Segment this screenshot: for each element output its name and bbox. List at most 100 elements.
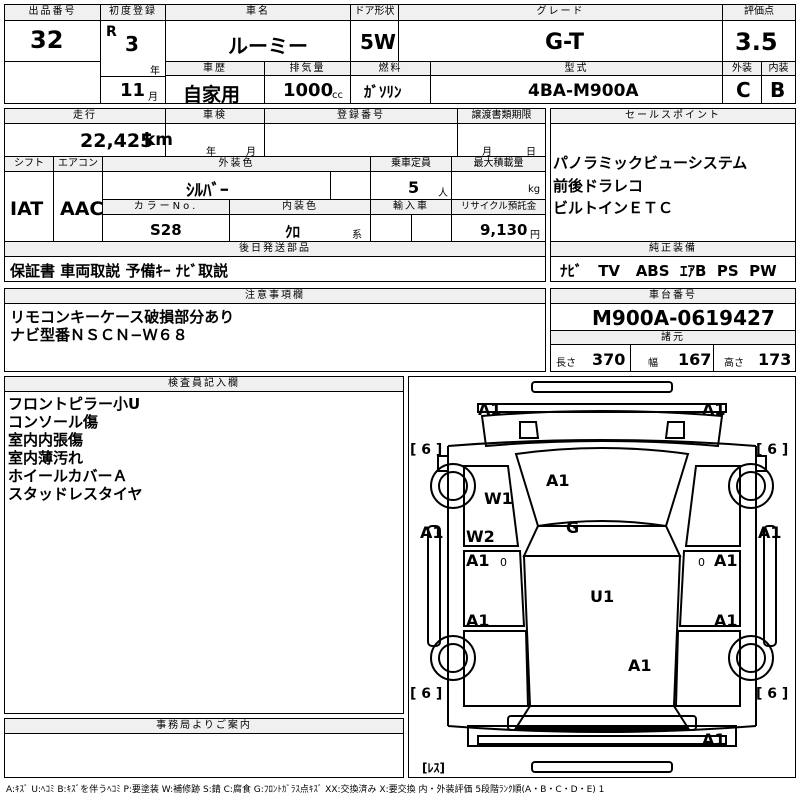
mark-rear-left: A1 xyxy=(466,611,490,630)
int-color-unit: 系 xyxy=(352,230,362,241)
transfer-label: 譲渡書類期限 xyxy=(458,109,545,124)
office-label: 事務局よりご案内 xyxy=(5,719,403,734)
exterior-grade: C xyxy=(736,78,751,102)
car-diagram: A1 A1 A1 W1 W2 G A1 A1 A1 A1 A1 U1 A1 A1… xyxy=(410,381,788,775)
era: R xyxy=(106,24,117,40)
interior-label: 内装 xyxy=(762,62,795,76)
model: 4BA-M900A xyxy=(528,81,639,101)
import-label: 輸入車 xyxy=(371,200,451,215)
int-color: ｸﾛ xyxy=(285,223,301,241)
mark-windshield: A1 xyxy=(546,471,570,490)
equip-pw: PW xyxy=(749,262,777,280)
inspector-label: 検査員記入欄 xyxy=(5,377,403,392)
mark-rear-door-left: W2 xyxy=(466,527,495,546)
grade: G-T xyxy=(545,30,584,55)
office-block xyxy=(4,718,404,778)
caution-label: 注意事項欄 xyxy=(5,289,545,304)
mark-fender-right: A1 xyxy=(758,523,782,542)
mark-front-door-left: W1 xyxy=(484,489,513,508)
door-label: ドア形状 xyxy=(351,5,398,21)
history: 自家用 xyxy=(183,84,241,106)
inspector-line-1: フロントピラー小U xyxy=(8,395,141,413)
caution-line-1: リモコンキーケース破損部分あり xyxy=(10,308,235,326)
capacity-unit: 人 xyxy=(438,188,448,199)
later-parts-label: 後日発送部品 xyxy=(5,242,545,257)
equip-tv: TV xyxy=(598,262,621,280)
mark-rear-right: A1 xyxy=(714,611,738,630)
exterior-label: 外装 xyxy=(723,62,761,76)
header-block xyxy=(4,4,796,104)
later-parts: 保証書 車両取説 予備ｷｰ ﾅﾋﾞ取説 xyxy=(10,262,229,280)
inspection-month-unit: 月 xyxy=(246,147,256,158)
mark-rear-quarter: A1 xyxy=(628,656,652,675)
transfer-month-unit: 月 xyxy=(482,147,492,158)
sales-item-1: パノラミックビューシステム xyxy=(553,154,748,172)
capacity-label: 乗車定員 xyxy=(371,157,451,172)
displacement-unit: cc xyxy=(332,90,343,101)
inspector-line-6: スタッドレスタイヤ xyxy=(8,485,143,503)
shift-label: シフト xyxy=(5,157,53,172)
spare-tire: [ﾚｽ] xyxy=(422,761,445,775)
mileage-label: 走行 xyxy=(5,109,165,124)
door-type: 5W xyxy=(360,30,396,54)
chassis-block xyxy=(550,288,796,372)
sales-label: セールスポイント xyxy=(551,109,795,124)
length-label: 長さ xyxy=(556,358,576,369)
tire-rear-left: [ 6 ] xyxy=(410,686,442,702)
color-label: 外装色 xyxy=(103,157,370,172)
height-label: 高さ xyxy=(724,358,744,369)
ac: AAC xyxy=(60,198,104,220)
lot-number: 32 xyxy=(30,26,64,54)
recycle: 9,130 xyxy=(480,221,528,239)
equipment-list: ﾅﾋﾞ TV ABS ｴｱB PS PW xyxy=(560,260,777,281)
inspection-label: 車検 xyxy=(166,109,264,124)
reg-year-unit: 年 xyxy=(150,66,160,77)
maxload-label: 最大積載量 xyxy=(452,157,545,172)
mark-cabin: U1 xyxy=(590,587,614,606)
mark-front-bumper-right: A1 xyxy=(702,400,726,419)
dims-label: 諸元 xyxy=(551,331,795,345)
color-no-label: カラーNo. xyxy=(103,200,229,215)
equipment-label: 純正装備 xyxy=(551,242,795,257)
inspector-line-3: 室内内張傷 xyxy=(8,431,84,449)
sales-item-3: ビルトインＥＴＣ xyxy=(553,199,674,217)
inspector-line-4: 室内薄汚れ xyxy=(8,449,84,467)
recycle-unit: 円 xyxy=(530,230,540,241)
tire-front-right: [ 6 ] xyxy=(756,442,788,458)
ac-label: エアコン xyxy=(54,157,102,172)
transfer-day-unit: 日 xyxy=(526,147,536,158)
caution-block xyxy=(4,288,546,372)
height: 173 xyxy=(758,350,792,369)
int-color-label: 内装色 xyxy=(230,200,370,215)
tire-rear-right: [ 6 ] xyxy=(756,686,788,702)
reg-year: 3 xyxy=(125,32,139,56)
first-reg-label: 初度登録 xyxy=(101,5,165,21)
fuel-label: 燃料 xyxy=(351,62,430,76)
maxload-unit: kg xyxy=(528,184,541,195)
history-label: 車歴 xyxy=(166,62,264,76)
displacement: 1000 xyxy=(283,80,334,101)
inspector-line-5: ホイールカバーＡ xyxy=(8,467,128,485)
tire-front-left: [ 6 ] xyxy=(410,442,442,458)
vehicle-info-block xyxy=(4,108,546,282)
fuel: ｶﾞｿﾘﾝ xyxy=(364,83,402,101)
legend: A:ｷｽﾞ U:ﾍｺﾐ B:ｷｽﾞを伴うﾍｺﾐ P:要塗装 W:補修跡 S:錆 … xyxy=(6,785,605,795)
car-name-label: 車名 xyxy=(166,5,350,21)
model-label: 型式 xyxy=(431,62,722,76)
length: 370 xyxy=(592,350,626,369)
score-label: 評価点 xyxy=(723,5,795,21)
capacity: 5 xyxy=(408,178,420,197)
width: 167 xyxy=(678,350,712,369)
equip-airbag: ｴｱB xyxy=(680,262,707,280)
mark-front-bumper-left: A1 xyxy=(478,400,502,419)
interior-grade: B xyxy=(770,78,786,102)
car-diagram-block xyxy=(408,376,796,778)
inspector-block xyxy=(4,376,404,714)
score: 3.5 xyxy=(735,28,778,56)
chassis-label: 車台番号 xyxy=(551,289,795,304)
equip-ps: PS xyxy=(716,262,739,280)
caution-line-2: ナビ型番ＮＳＣＮ−Ｗ６８ xyxy=(10,326,188,344)
displacement-label: 排気量 xyxy=(265,62,350,76)
sales-block xyxy=(550,108,796,282)
mark-door-right: A1 xyxy=(714,551,738,570)
